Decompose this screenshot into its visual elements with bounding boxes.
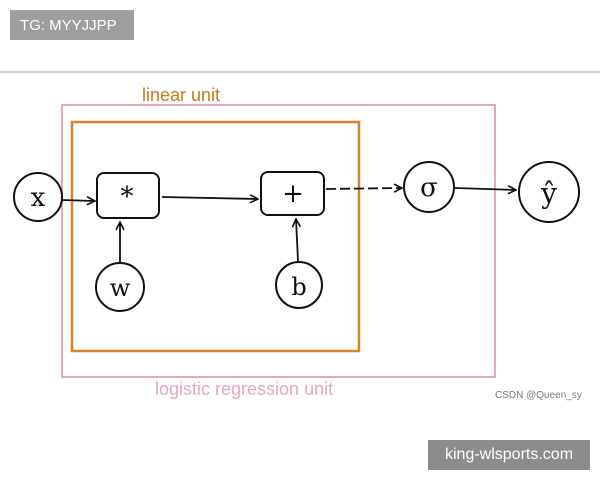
add-symbol: +: [282, 179, 304, 209]
sigmoid-symbol: σ: [420, 173, 438, 203]
input-x-node: [13, 172, 63, 222]
bottom-watermark-text: king-wlsports.com: [444, 446, 574, 463]
add-operation-box: [260, 171, 325, 216]
arrow-add-to-sigmoid: [325, 188, 402, 189]
output-y-hat-symbol: ŷ: [540, 177, 557, 210]
horizontal-divider: [0, 71, 600, 73]
logistic-regression-unit-label: logistic regression unit: [155, 379, 333, 399]
linear-unit-box: [70, 120, 361, 353]
arrow-multiply-to-add: [161, 197, 258, 199]
csdn-credit: CSDN @Queen_sy: [495, 390, 582, 401]
arrow-x-to-multiply: [61, 200, 95, 201]
output-y-hat-node: [518, 161, 580, 223]
top-watermark-text: TG: MYYJJPP: [20, 16, 117, 34]
bottom-watermark-badge: king-wlsports.com: [428, 440, 590, 470]
arrow-b-to-add: [296, 219, 298, 262]
sigmoid-node: [403, 161, 455, 213]
top-watermark-badge: TG: MYYJJPP: [10, 10, 134, 40]
weight-w-symbol: w: [110, 274, 131, 302]
linear-unit-label: linear unit: [142, 85, 220, 105]
bias-b-node: [275, 261, 323, 309]
multiply-operation-box: [96, 172, 160, 219]
input-x-symbol: x: [31, 183, 46, 213]
logistic-regression-unit-box: [61, 104, 496, 378]
multiply-symbol: *: [121, 182, 134, 212]
bias-b-symbol: b: [291, 273, 306, 301]
arrow-sigmoid-to-output: [454, 188, 516, 190]
weight-w-node: [95, 262, 145, 312]
